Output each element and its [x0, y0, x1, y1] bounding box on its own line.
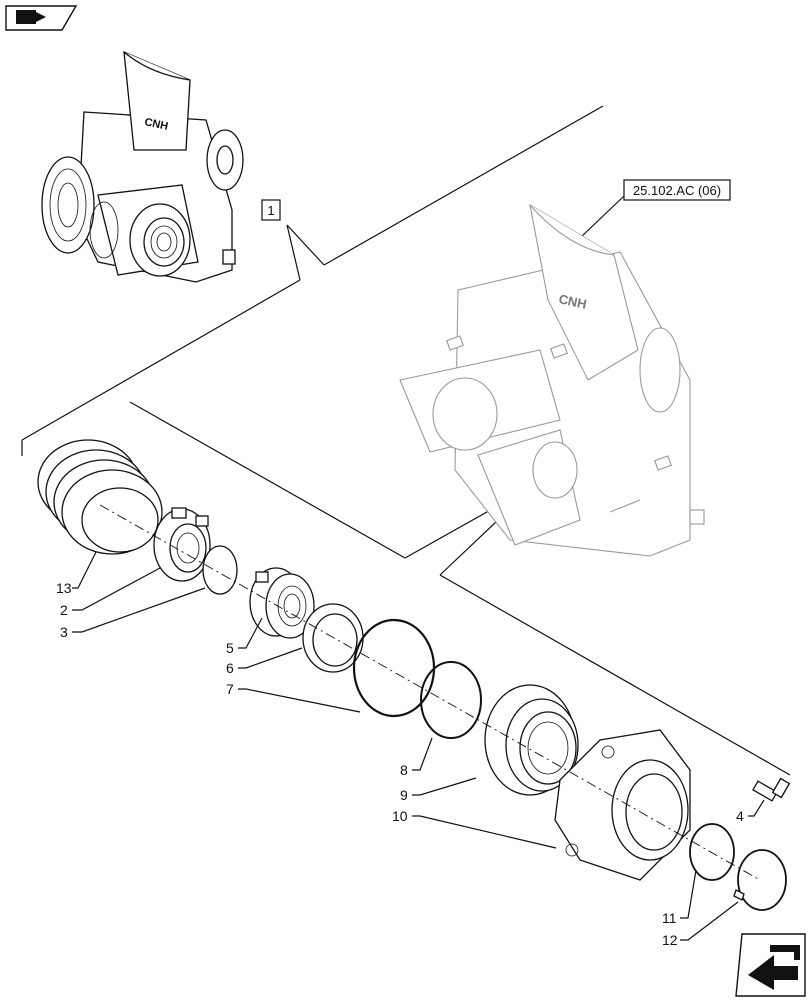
part-3-o-ring — [202, 545, 238, 595]
reference-code-label: 25.102.AC (06) — [633, 183, 721, 198]
differential-assembly-thumbnail: CNH — [41, 50, 244, 283]
callout-numbers: 13 2 3 5 6 7 8 9 10 4 11 12 — [56, 580, 744, 948]
callout-10: 10 — [392, 808, 408, 824]
reference-box-label: 1 — [267, 203, 274, 218]
reference-box: 1 — [261, 199, 281, 221]
cnh-logo-large: CNH — [557, 291, 588, 312]
callout-4: 4 — [736, 808, 744, 824]
part-11-circlip — [689, 823, 735, 881]
callout-8: 8 — [400, 762, 408, 778]
cnh-logo-small: CNH — [143, 116, 169, 133]
callout-5: 5 — [226, 640, 234, 656]
part-12-snap-ring — [733, 849, 787, 911]
book-arrow-icon[interactable] — [5, 5, 78, 31]
part-10-cover-housing — [554, 729, 691, 881]
part-4-bolt — [752, 777, 791, 802]
callout-2: 2 — [60, 602, 68, 618]
callout-11: 11 — [662, 910, 677, 926]
assembly-axis-line — [99, 504, 761, 881]
callout-6: 6 — [226, 660, 234, 676]
transmission-housing-ghost: CNH — [399, 203, 705, 557]
part-2-ring-gear — [153, 507, 211, 582]
part-9-piston — [484, 684, 579, 796]
part-8-o-ring — [420, 661, 482, 739]
callout-13: 13 — [56, 580, 72, 596]
part-13-spring-pack — [37, 439, 163, 555]
callout-leaders — [72, 551, 765, 941]
page-arrow-icon[interactable] — [735, 933, 806, 997]
callout-9: 9 — [400, 787, 408, 803]
part-5-splined-hub — [249, 567, 315, 639]
reference-code-box[interactable]: 25.102.AC (06) — [579, 179, 731, 239]
callout-12: 12 — [662, 932, 678, 948]
callout-3: 3 — [60, 624, 68, 640]
callout-7: 7 — [226, 681, 234, 697]
